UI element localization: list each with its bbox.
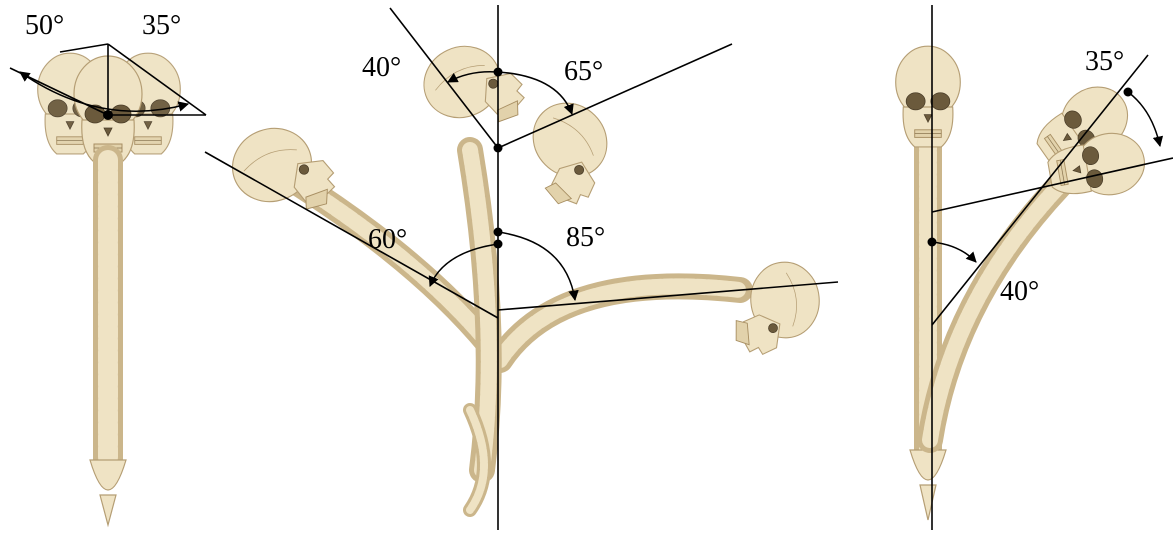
trunk-bend-dot <box>928 238 937 247</box>
skull-head-extension <box>412 28 533 147</box>
rot-center-dot <box>103 110 113 120</box>
label-rot-left: 50° <box>25 10 64 41</box>
head-arc-dot <box>494 68 503 77</box>
ref-line-trunk-extension <box>205 152 498 318</box>
panel-lateral-bending: 35° 40° <box>896 5 1173 530</box>
label-rot-right: 35° <box>142 10 181 41</box>
spine-upright-frontal <box>910 140 946 520</box>
label-head-bend: 35° <box>1085 46 1124 77</box>
label-head-extension: 40° <box>362 52 401 83</box>
ref-line-rot-skull <box>60 44 108 52</box>
trunk-arc-dot-2 <box>494 240 503 249</box>
arc-trunk-flexion <box>498 232 575 300</box>
panel-rotation: 50° 35° <box>10 10 206 525</box>
panel-flexion-extension: 40° 65° 60° 85° <box>205 5 838 530</box>
skull-trunk-flexion <box>730 259 824 356</box>
spine-frontal <box>90 160 126 525</box>
label-trunk-flexion: 85° <box>566 222 605 253</box>
label-trunk-bend: 40° <box>1000 276 1039 307</box>
spine-trunk-flexion <box>500 286 740 360</box>
ref-line-head-flexion <box>498 44 732 148</box>
skull-upright <box>896 46 961 147</box>
spine-bent <box>930 185 1060 440</box>
label-head-flexion: 65° <box>564 56 603 87</box>
arc-head-bend <box>1128 92 1160 146</box>
label-trunk-extension: 60° <box>368 224 407 255</box>
head-pivot-dot <box>494 144 503 153</box>
trunk-arc-dot-1 <box>494 228 503 237</box>
head-bend-dot <box>1124 88 1133 97</box>
